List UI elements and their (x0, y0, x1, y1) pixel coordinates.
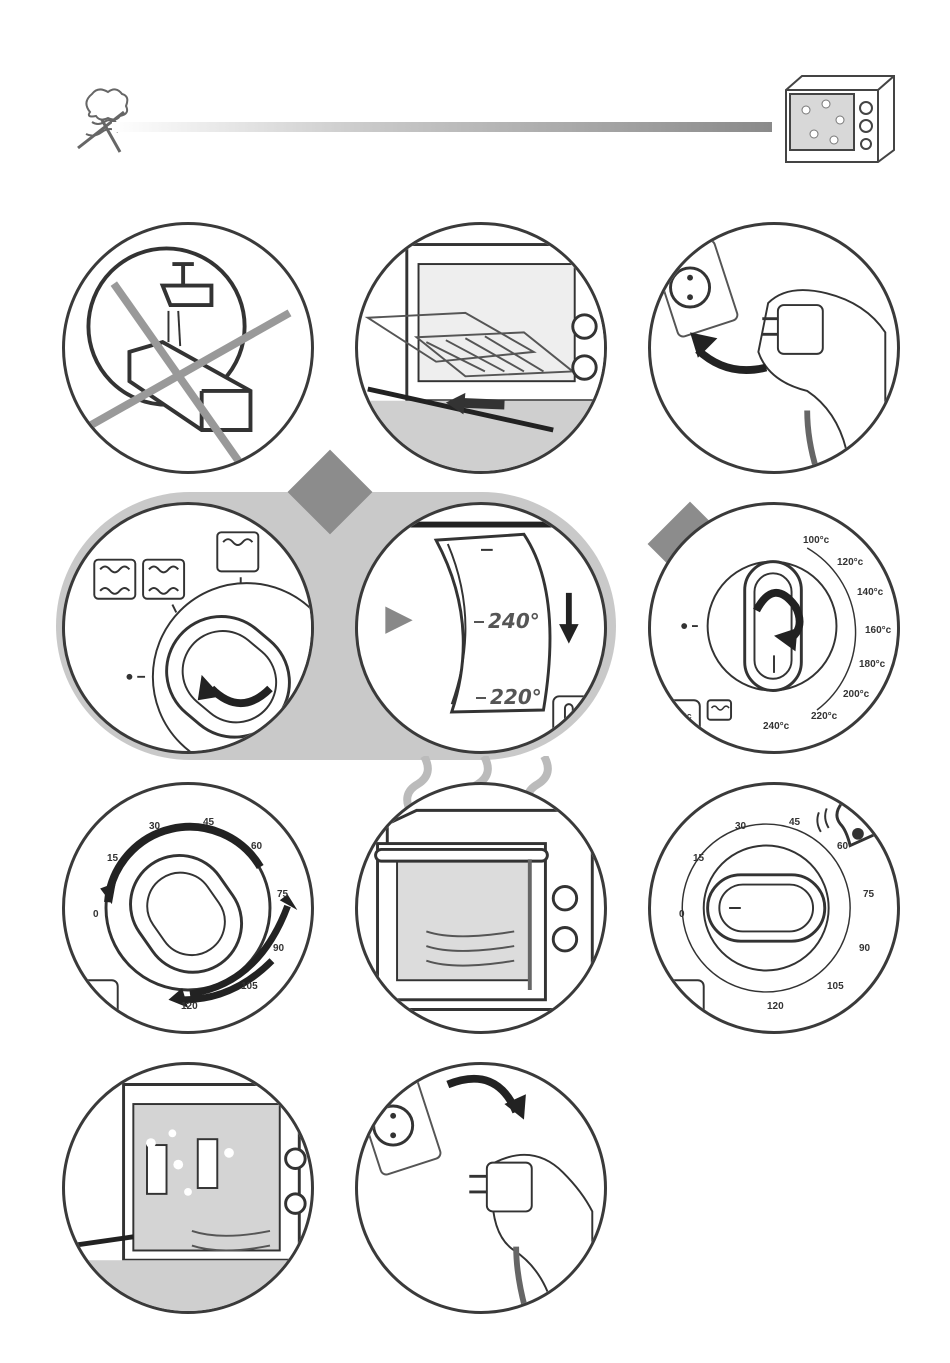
header-steam-icon (72, 82, 142, 154)
timer2-label-15: 15 (693, 853, 704, 864)
timer1-label-60: 60 (251, 841, 262, 852)
timer1-label-90: 90 (273, 943, 284, 954)
header-gradient-bar (112, 122, 772, 132)
timer1-label-30: 30 (149, 821, 160, 832)
lower-temperature-label: 220° (490, 685, 542, 709)
timer2-label-105: 105 (827, 981, 844, 992)
timer1-label-45: 45 (203, 817, 214, 828)
temp-label-160: 160°c (865, 625, 891, 636)
temperature-dial-panel: °c 100°c 120°c 140°c 160°c 180°c 200°c 2… (648, 502, 900, 754)
thermometer-unit-label: °c (586, 711, 595, 721)
temp-label-180: 180°c (859, 659, 885, 670)
remove-rack-panel (355, 222, 607, 474)
timer1-label-0: 0 (93, 909, 99, 920)
temp-label-200: 200°c (843, 689, 869, 700)
temp-label-220: 220°c (811, 711, 837, 722)
temperature-knob-closeup-panel: 240° 220° °c (355, 502, 607, 754)
unplug-panel (355, 1062, 607, 1314)
lower-temperature-dash (476, 697, 486, 699)
timer2-label-45: 45 (789, 817, 800, 828)
temp-label-240: 240°c (763, 721, 789, 732)
upper-temperature-label: 240° (488, 609, 540, 633)
header-oven-icon (776, 70, 906, 166)
plug-in-panel (648, 222, 900, 474)
no-water-wash-panel (62, 222, 314, 474)
timer2-label-0: 0 (679, 909, 685, 920)
temp-label-100: 100°c (803, 535, 829, 546)
oven-heating-panel (355, 782, 607, 1034)
temp-label-120: 120°c (837, 557, 863, 568)
timer1-label-15: 15 (107, 853, 118, 864)
timer2-label-30: 30 (735, 821, 746, 832)
mode-selector-panel (62, 502, 314, 754)
temp-label-140: 140°c (857, 587, 883, 598)
timer-set-panel: 0 15 30 45 60 75 90 105 120 (62, 782, 314, 1034)
timer2-label-120: 120 (767, 1001, 784, 1012)
timer-bell-panel: 0 15 30 45 60 75 90 105 120 (648, 782, 900, 1034)
clean-interior-panel (62, 1062, 314, 1314)
upper-temperature-dash (474, 621, 484, 623)
timer2-label-60: 60 (837, 841, 848, 852)
timer2-label-90: 90 (859, 943, 870, 954)
timer1-label-120: 120 (181, 1001, 198, 1012)
dial-thermometer-unit: °c (683, 711, 692, 721)
timer2-label-75: 75 (863, 889, 874, 900)
timer1-label-75: 75 (277, 889, 288, 900)
timer1-label-105: 105 (241, 981, 258, 992)
